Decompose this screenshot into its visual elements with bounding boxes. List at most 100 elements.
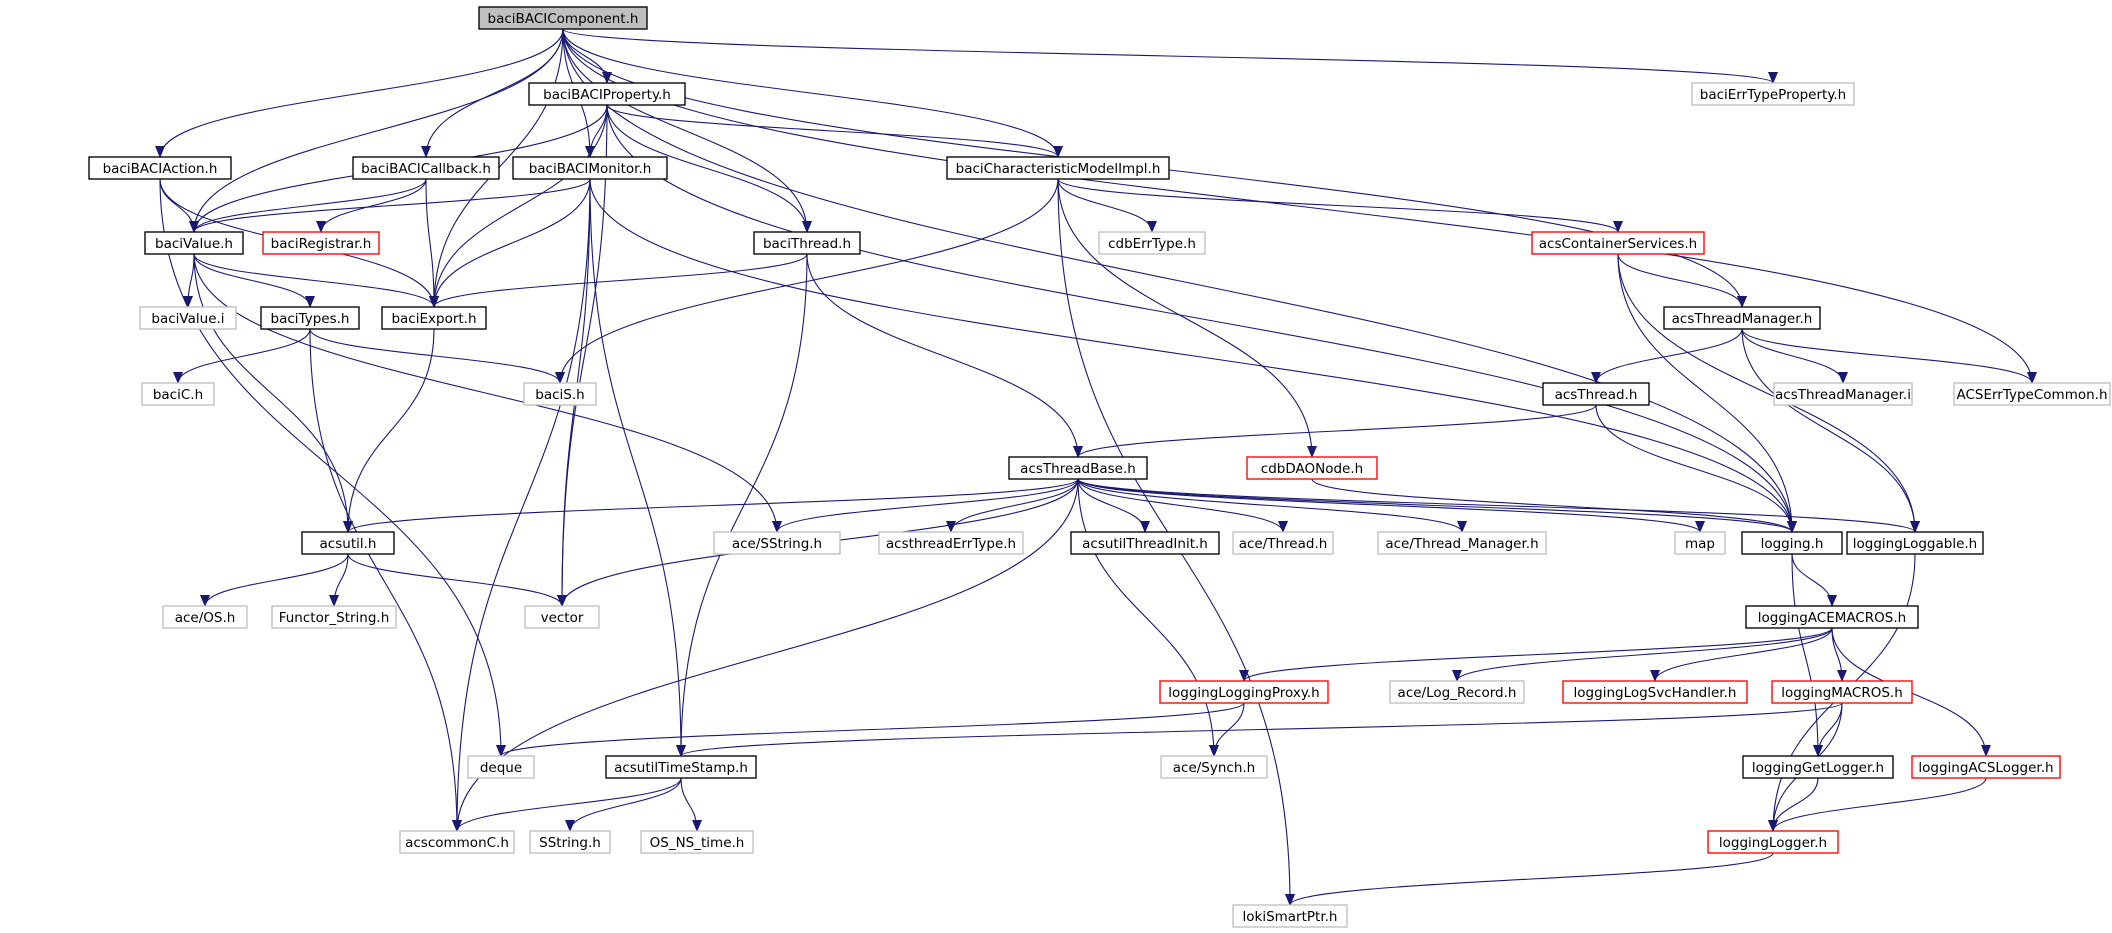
node-getlogger-box[interactable] (1742, 755, 1894, 779)
node-export[interactable]: baciExport.h (381, 306, 487, 330)
node-loggingproxy[interactable]: loggingLoggingProxy.h (1159, 680, 1329, 704)
node-loggingmacros[interactable]: loggingMACROS.h (1771, 680, 1913, 704)
node-lokismartptr[interactable]: lokiSmartPtr.h (1232, 904, 1348, 928)
node-threadmanageri-box[interactable] (1773, 382, 1913, 406)
node-acethreadmanager[interactable]: ace/Thread_Manager.h (1377, 531, 1547, 555)
node-acesynch-box[interactable] (1160, 755, 1268, 779)
node-threadbase[interactable]: acsThreadBase.h (1008, 456, 1148, 480)
node-sstring-box[interactable] (529, 830, 611, 854)
node-bacic-box[interactable] (141, 382, 215, 406)
node-threadinit-box[interactable] (1070, 531, 1220, 555)
node-sstring[interactable]: SString.h (529, 830, 611, 854)
node-deque-box[interactable] (467, 755, 535, 779)
node-callback-box[interactable] (352, 156, 500, 180)
node-loggingmacros-box[interactable] (1771, 680, 1913, 704)
node-value-box[interactable] (144, 231, 244, 255)
node-containerservices-box[interactable] (1531, 231, 1705, 255)
node-vector-box[interactable] (524, 605, 600, 629)
node-bacic[interactable]: baciC.h (141, 382, 215, 406)
node-property-box[interactable] (528, 82, 686, 106)
node-lokismartptr-box[interactable] (1232, 904, 1348, 928)
node-osnstime[interactable]: OS_NS_time.h (640, 830, 754, 854)
node-logsvchandler[interactable]: loggingLogSvcHandler.h (1562, 680, 1748, 704)
node-types-box[interactable] (260, 306, 360, 330)
node-logger[interactable]: loggingLogger.h (1707, 830, 1839, 854)
node-acethread-box[interactable] (1232, 531, 1334, 555)
node-threadinit[interactable]: acsutilThreadInit.h (1070, 531, 1220, 555)
node-logging-box[interactable] (1741, 531, 1843, 555)
node-charmodel[interactable]: baciCharacteristicModelImpl.h (946, 156, 1170, 180)
node-acscommonc[interactable]: acscommonC.h (399, 830, 515, 854)
node-acserrtypecommon-box[interactable] (1953, 382, 2111, 406)
node-loggingproxy-box[interactable] (1159, 680, 1329, 704)
node-action[interactable]: baciBACIAction.h (88, 156, 232, 180)
node-acemacros-box[interactable] (1745, 605, 1919, 629)
node-aceos[interactable]: ace/OS.h (162, 605, 248, 629)
node-valuei-box[interactable] (139, 306, 237, 330)
node-acesstring-box[interactable] (713, 531, 841, 555)
node-threadmanager[interactable]: acsThreadManager.h (1663, 306, 1821, 330)
node-logger-box[interactable] (1707, 830, 1839, 854)
node-acserrtypecommon[interactable]: ACSErrTypeCommon.h (1953, 382, 2111, 406)
node-thread-box[interactable] (753, 231, 861, 255)
node-threadmanageri[interactable]: acsThreadManager.i (1773, 382, 1913, 406)
node-cdbdaonode-box[interactable] (1246, 456, 1378, 480)
node-value[interactable]: baciValue.h (144, 231, 244, 255)
node-acsthread-box[interactable] (1542, 382, 1650, 406)
node-errtypeprop[interactable]: baciErrTypeProperty.h (1691, 82, 1855, 106)
node-errtypeprop-box[interactable] (1691, 82, 1855, 106)
node-acsutil[interactable]: acsutil.h (301, 531, 395, 555)
node-charmodel-box[interactable] (946, 156, 1170, 180)
node-logging[interactable]: logging.h (1741, 531, 1843, 555)
node-registrar-box[interactable] (262, 231, 380, 255)
node-timestamp[interactable]: acsutilTimeStamp.h (605, 755, 757, 779)
node-functorstring-box[interactable] (271, 605, 397, 629)
node-thread[interactable]: baciThread.h (753, 231, 861, 255)
node-threaderrtype-box[interactable] (878, 531, 1024, 555)
node-vector[interactable]: vector (524, 605, 600, 629)
node-property[interactable]: baciBACIProperty.h (528, 82, 686, 106)
node-timestamp-box[interactable] (605, 755, 757, 779)
node-acsthread[interactable]: acsThread.h (1542, 382, 1650, 406)
node-root-box[interactable] (478, 6, 648, 30)
node-acslogger[interactable]: loggingACSLogger.h (1911, 755, 2061, 779)
node-registrar[interactable]: baciRegistrar.h (262, 231, 380, 255)
node-bacis-box[interactable] (523, 382, 597, 406)
node-map-box[interactable] (1674, 531, 1726, 555)
node-cdbdaonode[interactable]: cdbDAONode.h (1246, 456, 1378, 480)
node-loggable[interactable]: loggingLoggable.h (1846, 531, 1984, 555)
node-monitor[interactable]: baciBACIMonitor.h (512, 156, 668, 180)
node-acsutil-box[interactable] (301, 531, 395, 555)
node-acethread[interactable]: ace/Thread.h (1232, 531, 1334, 555)
node-types[interactable]: baciTypes.h (260, 306, 360, 330)
node-aceos-box[interactable] (162, 605, 248, 629)
node-logsvchandler-box[interactable] (1562, 680, 1748, 704)
node-bacis[interactable]: baciS.h (523, 382, 597, 406)
node-threadmanager-box[interactable] (1663, 306, 1821, 330)
node-getlogger[interactable]: loggingGetLogger.h (1742, 755, 1894, 779)
node-acesynch[interactable]: ace/Synch.h (1160, 755, 1268, 779)
node-root[interactable]: baciBACIComponent.h (478, 6, 648, 30)
node-acethreadmanager-box[interactable] (1377, 531, 1547, 555)
node-cdberrtype[interactable]: cdbErrType.h (1098, 231, 1206, 255)
node-acscommonc-box[interactable] (399, 830, 515, 854)
node-monitor-box[interactable] (512, 156, 668, 180)
node-export-box[interactable] (381, 306, 487, 330)
node-map[interactable]: map (1674, 531, 1726, 555)
node-cdberrtype-box[interactable] (1098, 231, 1206, 255)
node-osnstime-box[interactable] (640, 830, 754, 854)
node-loggable-box[interactable] (1846, 531, 1984, 555)
node-acemacros[interactable]: loggingACEMACROS.h (1745, 605, 1919, 629)
node-callback[interactable]: baciBACICallback.h (352, 156, 500, 180)
node-threaderrtype[interactable]: acsthreadErrType.h (878, 531, 1024, 555)
node-functorstring[interactable]: Functor_String.h (271, 605, 397, 629)
node-acelogrecord-box[interactable] (1389, 680, 1525, 704)
node-acslogger-box[interactable] (1911, 755, 2061, 779)
node-containerservices[interactable]: acsContainerServices.h (1531, 231, 1705, 255)
node-acesstring[interactable]: ace/SString.h (713, 531, 841, 555)
node-deque[interactable]: deque (467, 755, 535, 779)
node-action-box[interactable] (88, 156, 232, 180)
node-acelogrecord[interactable]: ace/Log_Record.h (1389, 680, 1525, 704)
node-threadbase-box[interactable] (1008, 456, 1148, 480)
node-valuei[interactable]: baciValue.i (139, 306, 237, 330)
